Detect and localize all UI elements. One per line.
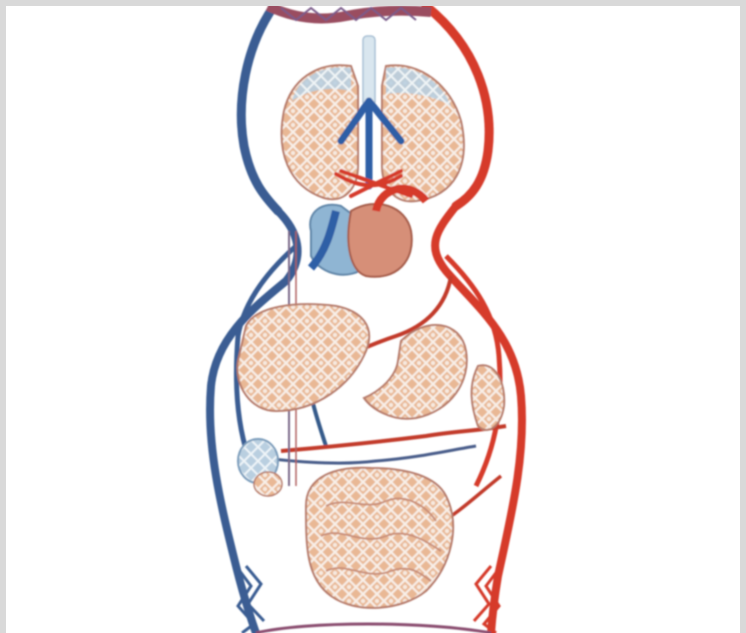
vein-upper-left bbox=[241, 6, 278, 211]
trachea bbox=[363, 36, 375, 106]
stomach bbox=[364, 325, 467, 419]
left-kidney bbox=[238, 439, 282, 496]
circulatory-system-diagram bbox=[6, 6, 740, 633]
illustration-frame bbox=[6, 6, 740, 633]
vein-branch-kidney bbox=[246, 446, 476, 463]
heart-left-side bbox=[348, 204, 411, 277]
liver bbox=[237, 304, 369, 411]
vein-left-descending bbox=[210, 211, 298, 633]
lungs bbox=[282, 36, 464, 201]
lower-connecting-vessel bbox=[256, 624, 491, 633]
